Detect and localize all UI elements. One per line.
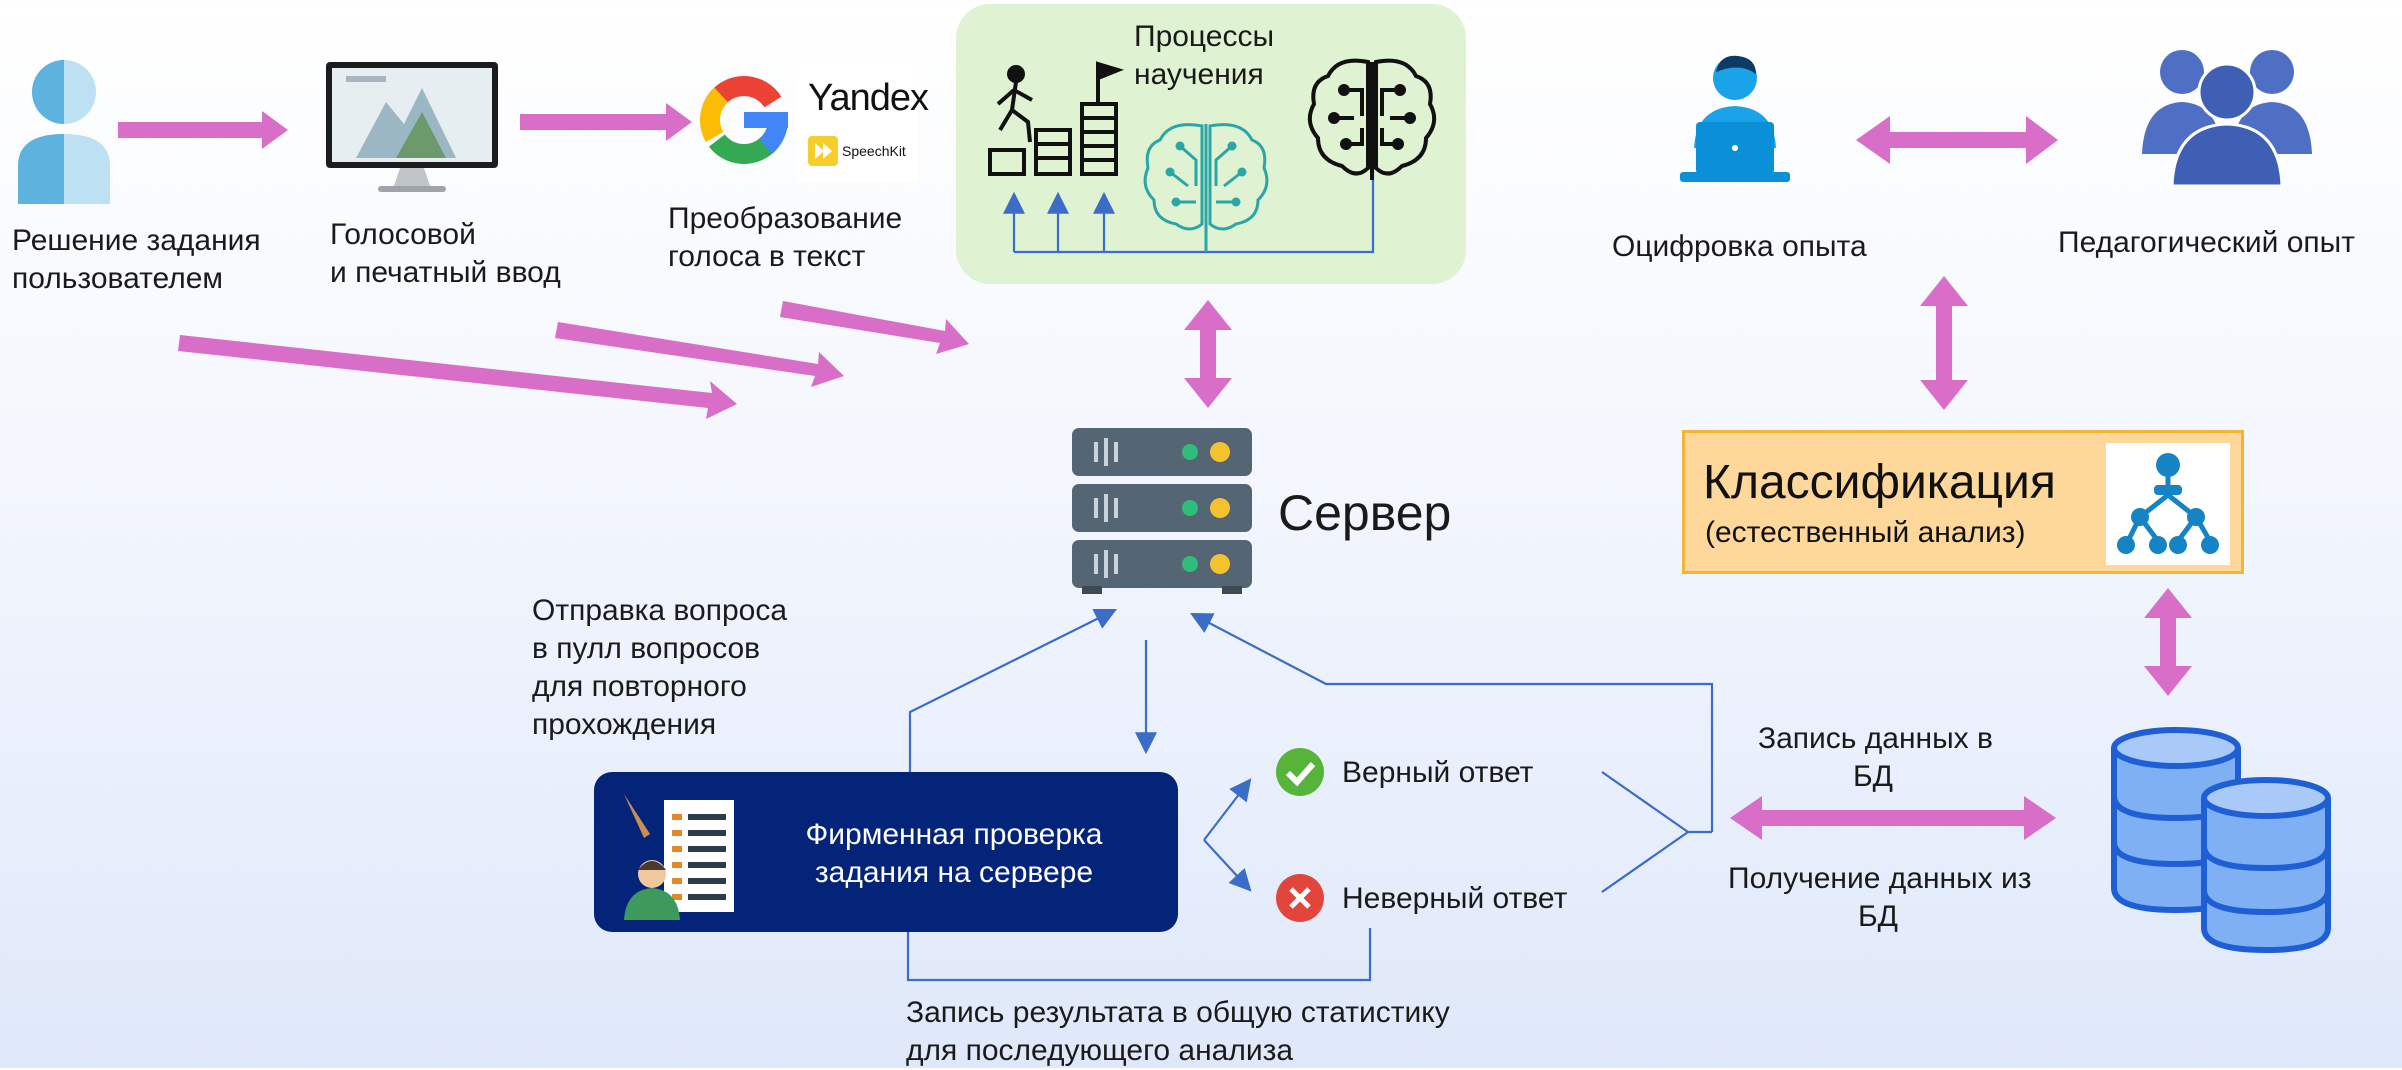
- db-write-line2: БД: [1852, 760, 1893, 793]
- user-icon: [18, 60, 110, 204]
- resend-label: Отправка вопроса в пулл вопросов для пов…: [532, 592, 787, 744]
- brain-icon: [1307, 58, 1437, 180]
- learning-line1: Процессы: [1134, 20, 1275, 53]
- arrow-db-exchange: [1730, 796, 2056, 840]
- arrow-classification-db: [2144, 588, 2192, 696]
- user-solution-line2: пользователем: [12, 262, 224, 295]
- learning-line2: научения: [1134, 58, 1264, 91]
- input-line1: Голосовой: [330, 218, 476, 251]
- arrow-diag-2: [555, 322, 844, 387]
- resend-line1: Отправка вопроса: [532, 594, 788, 627]
- teacher-checking-icon: [624, 794, 734, 920]
- hierarchy-tile: [2106, 443, 2230, 565]
- stats-line: [906, 928, 1372, 982]
- server-icon: [1072, 428, 1252, 594]
- branch-correct: [1203, 778, 1252, 841]
- check-mark-icon: [1276, 748, 1324, 796]
- arrow-learning-server: [1184, 300, 1232, 408]
- hierarchy-tree-icon: [2117, 453, 2219, 554]
- db-read-rest: из: [1992, 862, 2032, 895]
- stats-line2: для последующего анализа: [906, 1034, 1294, 1067]
- resend-line: [908, 608, 1117, 772]
- return-to-server: [1190, 612, 1714, 832]
- arrow-input-to-speech: [520, 103, 692, 141]
- branch-wrong: [1203, 839, 1252, 892]
- speechkit-text: SpeechKit: [842, 143, 906, 159]
- brain-circuit-icon: [1143, 123, 1269, 252]
- arrow-user-to-input: [118, 111, 288, 149]
- merge-answers: [1601, 771, 1690, 893]
- check-line2: задания на сервере: [814, 856, 1094, 889]
- db-read-line2: БД: [1857, 900, 1898, 933]
- digitization-label: Оцифровка опыта: [1612, 230, 1867, 263]
- resend-line3: для повторного: [532, 670, 747, 703]
- speechkit-icon: [808, 136, 838, 166]
- input-label: Голосовой и печатный ввод: [330, 216, 561, 292]
- db-write-label: Запись данных в БД: [1758, 720, 1993, 796]
- resend-line2: в пулл вопросов: [532, 632, 761, 665]
- laptop-user-icon: [1680, 55, 1790, 182]
- classification-subtitle: (естественный анализ): [1705, 516, 2026, 549]
- monitor-icon: [326, 62, 498, 192]
- pink-arrows: [118, 103, 2192, 840]
- classification-box: Классификация (естественный анализ): [1682, 430, 2244, 574]
- user-solution-line1: Решение задания: [12, 224, 261, 257]
- user-solution-label: Решение задания пользователем: [12, 222, 261, 298]
- resend-line4: прохождения: [532, 708, 717, 741]
- stats-label: Запись результата в общую статистику для…: [906, 994, 1450, 1070]
- check-line1: Фирменная проверка: [805, 818, 1103, 851]
- db-write-rest: в: [1968, 722, 1993, 755]
- server-label: Сервер: [1278, 485, 1452, 541]
- learning-label: Процессы научения: [1134, 18, 1274, 94]
- db-read-bold: Получение данных: [1728, 862, 1993, 895]
- speech-line2: голоса в текст: [668, 240, 866, 273]
- speech-line1: Преобразование: [668, 202, 903, 235]
- input-line2: и печатный ввод: [330, 256, 561, 289]
- yandex-logo-text: Yandex: [808, 77, 929, 119]
- wrong-answer-label: Неверный ответ: [1342, 882, 1568, 915]
- server-check-box: Фирменная проверка задания на сервере: [594, 772, 1178, 932]
- arrow-diag-3: [780, 301, 969, 354]
- server-check-label: Фирменная проверка задания на сервере: [744, 816, 1164, 892]
- db-write-bold: Запись данных: [1758, 722, 1969, 755]
- db-read-label: Получение данных из БД: [1728, 860, 2032, 936]
- arrow-digitization-classification: [1920, 276, 1968, 410]
- stats-line1: Запись результата в общую статистику: [906, 996, 1450, 1029]
- classification-title: Классификация: [1703, 456, 2056, 509]
- correct-answer-label: Верный ответ: [1342, 756, 1534, 789]
- pedagogical-label: Педагогический опыт: [2058, 226, 2355, 259]
- arrow-digitization-pedagogical: [1856, 116, 2058, 164]
- database-icon: [2111, 727, 2331, 954]
- yandex-speechkit-logo: Yandex SpeechKit: [796, 64, 929, 182]
- blue-lines: [906, 150, 1714, 982]
- learning-feedback: [1014, 150, 1375, 254]
- speech-label: Преобразование голоса в текст: [668, 200, 902, 276]
- group-users-icon: [2142, 50, 2312, 186]
- cross-icon: [1276, 874, 1324, 922]
- google-logo-icon: [700, 75, 788, 164]
- arrow-diag-1: [178, 335, 737, 419]
- stairs-goal-icon: [988, 61, 1124, 176]
